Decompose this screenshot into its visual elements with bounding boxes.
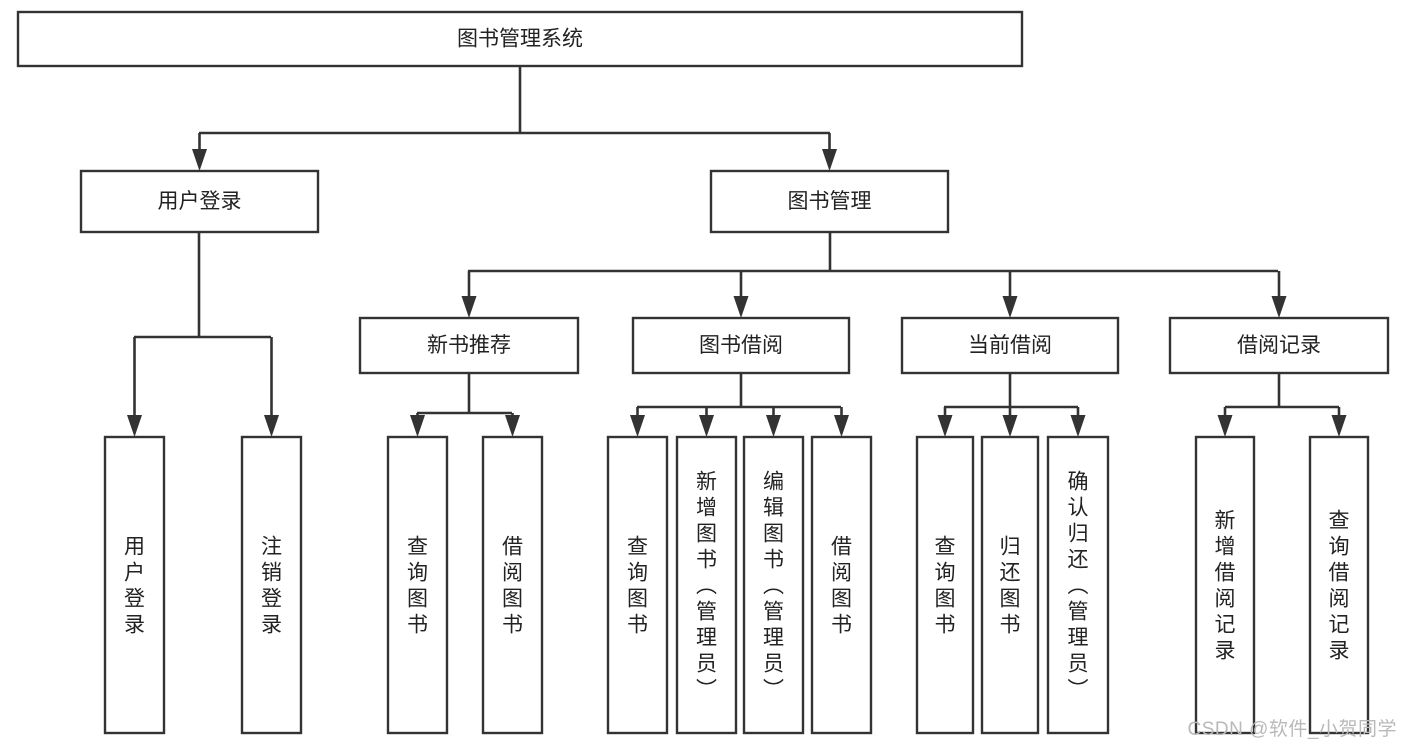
- node-user_login[interactable]: 用户登录: [79, 169, 320, 234]
- watermark-label: CSDN @软件_小贺同学: [1187, 719, 1397, 740]
- node-label-leaf_query_book_3: 查询图书: [935, 535, 956, 636]
- node-book_manage[interactable]: 图书管理: [709, 169, 950, 234]
- node-label-leaf_return_book: 归还图书: [1000, 535, 1021, 636]
- edge-borrow_record-to-leaf_query_record: [1331, 407, 1347, 437]
- node-leaf_logout[interactable]: 注销登录: [240, 435, 303, 735]
- node-box-book_borrow: [631, 316, 851, 375]
- edge-book_borrow-to-leaf_add_book: [699, 407, 714, 437]
- node-leaf_confirm_return[interactable]: 确认归还︵管理员︶: [1046, 435, 1110, 735]
- node-box-leaf_borrow_book_2: [810, 435, 873, 735]
- node-label-leaf_query_book_1: 查询图书: [407, 535, 428, 636]
- node-box-leaf_query_book_3: [915, 435, 975, 735]
- node-label-leaf_edit_book: 编辑图书︵管理员︶: [763, 470, 784, 701]
- edge-book_borrow-to-leaf_borrow_book_2: [834, 407, 849, 437]
- node-box-leaf_edit_book: [742, 435, 805, 735]
- edge-new_book_rec-to-leaf_query_book_1: [410, 413, 425, 437]
- node-leaf_edit_book[interactable]: 编辑图书︵管理员︶: [742, 435, 805, 735]
- edge-current_borrow-to-leaf_query_book_3: [937, 407, 953, 437]
- node-label-leaf_logout: 注销登录: [261, 535, 282, 636]
- connector-bus-borrow-record: [1225, 373, 1339, 409]
- node-box-root: [16, 10, 1024, 68]
- node-leaf_return_book[interactable]: 归还图书: [980, 435, 1040, 735]
- node-label-book_manage: 图书管理: [788, 190, 872, 213]
- node-label-leaf_query_book_2: 查询图书: [627, 535, 648, 636]
- node-label-leaf_borrow_book_1: 借阅图书: [502, 535, 523, 636]
- node-box-book_manage: [709, 169, 950, 234]
- node-current_borrow[interactable]: 当前借阅: [900, 316, 1120, 375]
- node-box-leaf_query_book_2: [606, 435, 669, 735]
- connector-layer: [127, 66, 1347, 437]
- node-label-leaf_query_record: 查询借阅记录: [1329, 509, 1350, 662]
- node-leaf_query_book_3[interactable]: 查询图书: [915, 435, 975, 735]
- node-label-leaf_add_record: 新增借阅记录: [1215, 509, 1236, 662]
- node-box-current_borrow: [900, 316, 1120, 375]
- node-leaf_user_login[interactable]: 用户登录: [103, 435, 166, 735]
- connector-bus-user-login: [134, 232, 271, 339]
- node-leaf_add_record[interactable]: 新增借阅记录: [1194, 435, 1256, 735]
- node-box-borrow_record: [1168, 316, 1390, 375]
- edge-current_borrow-to-leaf_confirm_return: [1070, 407, 1086, 437]
- edge-current_borrow-to-leaf_return_book: [1002, 407, 1018, 437]
- edge-user_login-to-leaf_user_login: [127, 337, 142, 437]
- node-borrow_record[interactable]: 借阅记录: [1168, 316, 1390, 375]
- node-box-leaf_query_record: [1308, 435, 1370, 735]
- node-label-borrow_record: 借阅记录: [1237, 334, 1321, 357]
- edge-book_borrow-to-leaf_edit_book: [766, 407, 781, 437]
- node-label-book_borrow: 图书借阅: [699, 334, 783, 357]
- node-leaf_add_book[interactable]: 新增图书︵管理员︶: [675, 435, 738, 735]
- node-label-leaf_add_book: 新增图书︵管理员︶: [696, 470, 717, 701]
- node-label-root: 图书管理系统: [457, 28, 583, 51]
- node-leaf_query_record[interactable]: 查询借阅记录: [1308, 435, 1370, 735]
- edge-book_manage-to-new_book_rec: [461, 271, 477, 318]
- connector-bus-book-manage: [468, 232, 1278, 273]
- node-label-leaf_user_login: 用户登录: [124, 535, 145, 636]
- edge-borrow_record-to-leaf_add_record: [1217, 407, 1233, 437]
- node-box-leaf_logout: [240, 435, 303, 735]
- edge-user_login-to-leaf_logout: [264, 337, 279, 437]
- node-box-leaf_query_book_1: [386, 435, 449, 735]
- node-label-current_borrow: 当前借阅: [968, 334, 1052, 357]
- node-leaf_query_book_1[interactable]: 查询图书: [386, 435, 449, 735]
- edge-root-to-book_manage: [822, 133, 837, 171]
- node-book_borrow[interactable]: 图书借阅: [631, 316, 851, 375]
- node-box-user_login: [79, 169, 320, 234]
- node-layer: 图书管理系统用户登录图书管理新书推荐图书借阅当前借阅借阅记录用户登录注销登录查询…: [16, 10, 1390, 735]
- node-leaf_borrow_book_1[interactable]: 借阅图书: [481, 435, 544, 735]
- node-box-leaf_borrow_book_1: [481, 435, 544, 735]
- edge-book_manage-to-book_borrow: [733, 271, 749, 318]
- node-label-new_book_rec: 新书推荐: [427, 334, 511, 357]
- node-root[interactable]: 图书管理系统: [16, 10, 1024, 68]
- connector-bus-root: [199, 66, 830, 135]
- connector-bus-new-book: [417, 373, 512, 415]
- node-box-leaf_user_login: [103, 435, 166, 735]
- edge-new_book_rec-to-leaf_borrow_book_1: [505, 413, 520, 437]
- edge-book_manage-to-current_borrow: [1002, 271, 1018, 318]
- node-box-leaf_add_book: [675, 435, 738, 735]
- node-label-leaf_confirm_return: 确认归还︵管理员︶: [1068, 470, 1089, 701]
- edge-root-to-user_login: [192, 133, 207, 171]
- node-new_book_rec[interactable]: 新书推荐: [358, 316, 580, 375]
- node-box-leaf_add_record: [1194, 435, 1256, 735]
- connector-bus-book-borrow: [637, 373, 841, 409]
- node-label-leaf_borrow_book_2: 借阅图书: [831, 535, 852, 636]
- node-leaf_query_book_2[interactable]: 查询图书: [606, 435, 669, 735]
- node-leaf_borrow_book_2[interactable]: 借阅图书: [810, 435, 873, 735]
- node-box-leaf_return_book: [980, 435, 1040, 735]
- node-label-user_login: 用户登录: [158, 190, 242, 213]
- node-box-new_book_rec: [358, 316, 580, 375]
- edge-book_manage-to-borrow_record: [1271, 271, 1287, 318]
- connector-bus-current-borrow: [944, 373, 1078, 409]
- edge-book_borrow-to-leaf_query_book_2: [630, 407, 645, 437]
- node-box-leaf_confirm_return: [1046, 435, 1110, 735]
